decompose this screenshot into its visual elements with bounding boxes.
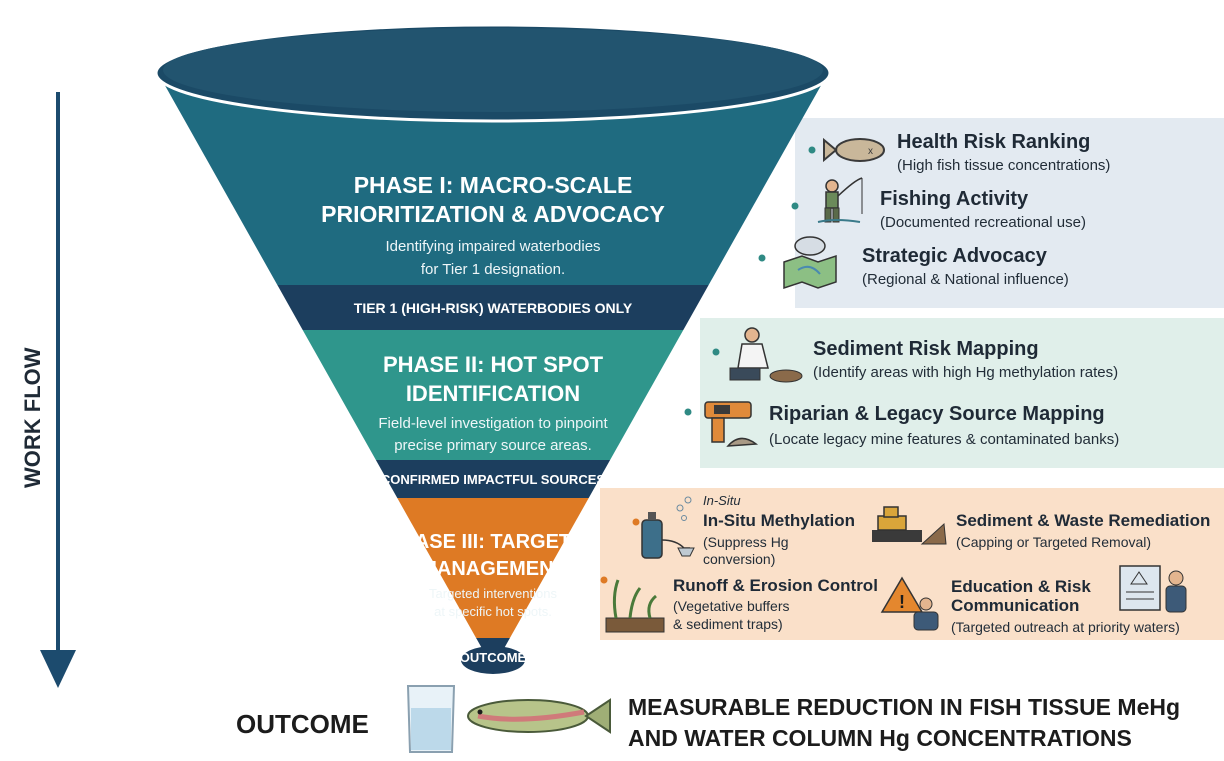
- phase3-panel: [600, 488, 1224, 640]
- in-situ-overline: In-Situ: [703, 493, 741, 508]
- tier1-band-label: TIER 1 (HIGH-RISK) WATERBODIES ONLY: [354, 300, 633, 316]
- confirmed-band-label: CONFIRMED IMPACTFUL SOURCES: [381, 472, 605, 487]
- xrf-gun-icon: [704, 401, 759, 447]
- svg-text:!: !: [899, 592, 905, 612]
- phase1-title-line1: PHASE I: MACRO-SCALE: [354, 172, 633, 198]
- strategic-advocacy-sub: (Regional & National influence): [862, 271, 1069, 288]
- in-situ-sub-line1: (Suppress Hg: [703, 534, 789, 550]
- beaker-icon: [406, 685, 456, 753]
- in-situ-sub-line2: conversion): [703, 551, 775, 567]
- phase1-title-line2: PRIORITIZATION & ADVOCACY: [321, 201, 665, 227]
- education-sub: (Targeted outreach at priority waters): [951, 619, 1180, 635]
- outcome-text-line1: MEASURABLE REDUCTION IN FISH TISSUE MeHg: [628, 694, 1180, 720]
- outcome-label: OUTCOME: [236, 709, 369, 739]
- education-title-line2: Communication: [951, 596, 1079, 615]
- sediment-waste-title: Sediment & Waste Remediation: [956, 511, 1210, 530]
- fishing-activity-title: Fishing Activity: [880, 188, 1029, 210]
- workflow-label: WORK FLOW: [20, 347, 45, 488]
- strategic-advocacy-title: Strategic Advocacy: [862, 245, 1048, 267]
- outcome-text-line2: AND WATER COLUMN Hg CONCENTRATIONS: [628, 725, 1132, 751]
- plants-icon: [605, 579, 665, 633]
- sediment-risk-sub: (Identify areas with high Hg methylation…: [813, 364, 1118, 381]
- warning-person-icon: !: [880, 576, 939, 631]
- runoff-sub-line2: & sediment traps): [673, 616, 783, 632]
- sediment-waste-sub: (Capping or Targeted Removal): [956, 534, 1151, 550]
- in-situ-title: In-Situ Methylation: [703, 511, 855, 530]
- poster-presenter-icon: [1119, 565, 1187, 613]
- phase3-desc-line2: at specific hot spots.: [434, 604, 552, 619]
- phase1-desc-line1: Identifying impaired waterbodies: [385, 238, 600, 255]
- svg-text:x: x: [868, 146, 873, 157]
- outcome-band-label: OUTCOME: [460, 650, 527, 665]
- fishing-activity-sub: (Documented recreational use): [880, 214, 1086, 231]
- workflow-arrow-head: [40, 650, 76, 688]
- gas-cylinder-icon: [641, 496, 695, 559]
- phase2-title-line1: PHASE II: HOT SPOT: [383, 352, 604, 377]
- sediment-risk-title: Sediment Risk Mapping: [813, 338, 1039, 360]
- health-risk-sub: (High fish tissue concentrations): [897, 157, 1110, 174]
- riparian-sub: (Locate legacy mine features & contamina…: [769, 431, 1119, 448]
- map-cloud-icon: [783, 236, 837, 290]
- phase3-desc-line1: Targeted interventions: [429, 586, 557, 601]
- runoff-title: Runoff & Erosion Control: [673, 576, 878, 595]
- phase3-title-line2: MANAGEMENT: [420, 558, 566, 580]
- runoff-sub-line1: (Vegetative buffers: [673, 598, 789, 614]
- phase2-desc-line1: Field-level investigation to pinpoint: [378, 415, 608, 432]
- education-title-line1: Education & Risk: [951, 577, 1091, 596]
- trout-icon: [467, 698, 611, 734]
- field-scientist-icon: [729, 327, 803, 383]
- phase2-title-line2: IDENTIFICATION: [406, 381, 580, 406]
- fish-icon: x: [823, 137, 885, 163]
- phase2-desc-line2: precise primary source areas.: [394, 437, 592, 454]
- phase3-title-line1: PHASE III: TARGETED: [387, 531, 599, 553]
- bulldozer-icon: [872, 506, 947, 545]
- angler-icon: [817, 177, 863, 223]
- health-risk-title: Health Risk Ranking: [897, 131, 1090, 153]
- riparian-title: Riparian & Legacy Source Mapping: [769, 403, 1105, 425]
- phase1-desc-line2: for Tier 1 designation.: [421, 261, 565, 278]
- phase2-panel: [700, 318, 1224, 468]
